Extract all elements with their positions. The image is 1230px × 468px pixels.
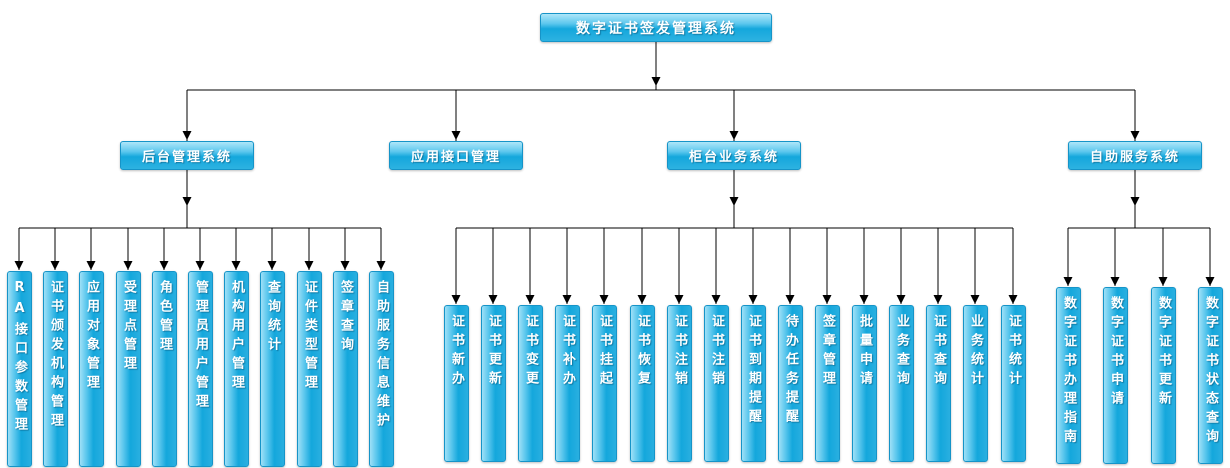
- leaf-node: 业务统计: [963, 305, 988, 462]
- leaf-node: 证书统计: [1001, 305, 1026, 462]
- leaf-node: 数字证书状态查询: [1198, 287, 1223, 464]
- leaf-node: 签章查询: [333, 271, 358, 467]
- leaf-node: RA接口参数管理: [7, 271, 32, 467]
- branch-label: 柜台业务系统: [688, 150, 779, 165]
- leaf-node: 证书注销: [667, 305, 692, 462]
- leaf-node: 证书补办: [555, 305, 580, 462]
- leaf-node: 批量申请: [852, 305, 877, 462]
- branch-label: 后台管理系统: [141, 150, 232, 165]
- leaf-node: 证书颁发机构管理: [43, 271, 68, 467]
- leaf-node: 证书注销: [704, 305, 729, 462]
- branch-counter-business: 柜台业务系统: [667, 141, 801, 170]
- leaf-node: 受理点管理: [116, 271, 141, 467]
- root-node-label: 数字证书签发管理系统: [576, 20, 736, 37]
- branch-api-management: 应用接口管理: [389, 141, 523, 170]
- branch-backend-management: 后台管理系统: [120, 141, 254, 170]
- root-node: 数字证书签发管理系统: [540, 13, 772, 42]
- leaf-node: 角色管理: [152, 271, 177, 467]
- leaf-node: 查询统计: [260, 271, 285, 467]
- leaf-node: 证书变更: [518, 305, 543, 462]
- leaf-node: 数字证书更新: [1151, 287, 1176, 464]
- leaf-node: 业务查询: [889, 305, 914, 462]
- leaf-node: 证书恢复: [630, 305, 655, 462]
- leaf-node: 证书到期提醒: [741, 305, 766, 462]
- leaf-node: 签章管理: [815, 305, 840, 462]
- leaf-node: 证书新办: [444, 305, 469, 462]
- leaf-node: 证书查询: [926, 305, 951, 462]
- branch-label: 自助服务系统: [1089, 150, 1180, 165]
- leaf-node: 应用对象管理: [79, 271, 104, 467]
- leaf-node: 证书更新: [481, 305, 506, 462]
- leaf-node: 证书挂起: [592, 305, 617, 462]
- leaf-node: 管理员用户管理: [188, 271, 213, 467]
- leaf-node: 待办任务提醒: [778, 305, 803, 462]
- leaf-node: 数字证书申请: [1103, 287, 1128, 464]
- leaf-node: 自助服务信息维护: [369, 271, 394, 467]
- leaf-node: 证件类型管理: [297, 271, 322, 467]
- branch-label: 应用接口管理: [410, 150, 501, 165]
- leaf-node: 数字证书办理指南: [1056, 287, 1081, 464]
- leaf-node: 机构用户管理: [224, 271, 249, 467]
- branch-self-service: 自助服务系统: [1068, 141, 1202, 170]
